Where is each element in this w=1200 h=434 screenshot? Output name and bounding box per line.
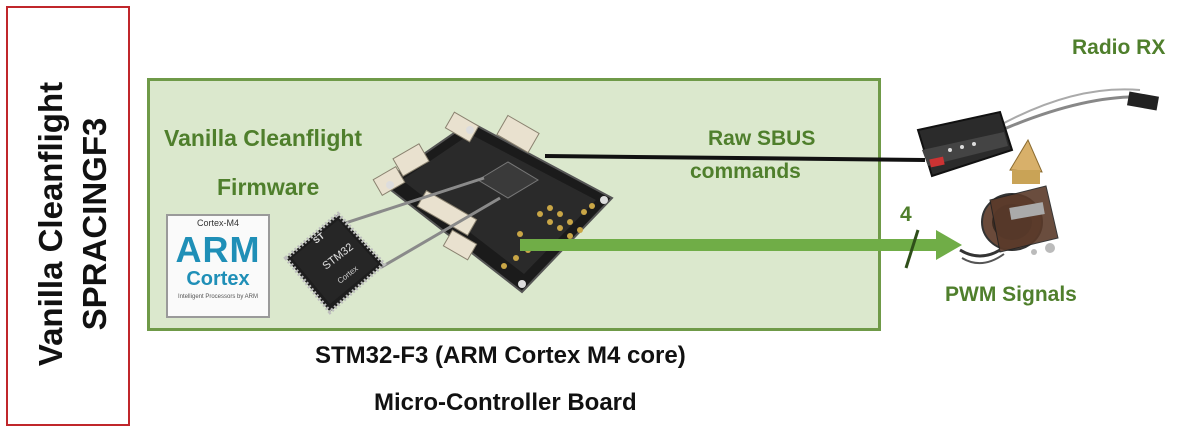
radio-rx-label: Radio RX xyxy=(1072,36,1166,59)
brushless-motor-image xyxy=(959,138,1059,265)
chip-leader-lines xyxy=(329,176,501,270)
arm-cortex-logo: Cortex-M4 ARM Cortex Intelligent Process… xyxy=(166,214,270,318)
board-caption-line1: STM32-F3 (ARM Cortex M4 core) xyxy=(315,342,686,369)
sbus-label-line1: Raw SBUS xyxy=(708,127,816,150)
sbus-wire xyxy=(544,154,926,162)
firmware-label-line1: Vanilla Cleanflight xyxy=(164,125,363,151)
channel-count-label: 4 xyxy=(900,203,912,226)
arm-logo-product: Cortex xyxy=(186,268,250,290)
pwm-signals-label: PWM Signals xyxy=(945,283,1077,306)
arm-logo-brand: ARM xyxy=(175,229,261,270)
bus-width-slash xyxy=(904,229,920,269)
board-caption-line2: Micro-Controller Board xyxy=(374,389,637,416)
arm-logo-header: Cortex-M4 xyxy=(196,218,239,228)
radio-receiver-image xyxy=(916,88,1159,178)
arm-logo-tagline: Intelligent Processors by ARM xyxy=(177,294,259,300)
side-panel: Vanilla Cleanflight SPRACINGF3 xyxy=(6,6,130,426)
stm32-chip-image: ST STM32 Cortex xyxy=(283,211,387,315)
sbus-label-line2: commands xyxy=(690,160,801,183)
firmware-label-line2: Firmware xyxy=(217,174,320,200)
pwm-arrow xyxy=(520,229,962,269)
